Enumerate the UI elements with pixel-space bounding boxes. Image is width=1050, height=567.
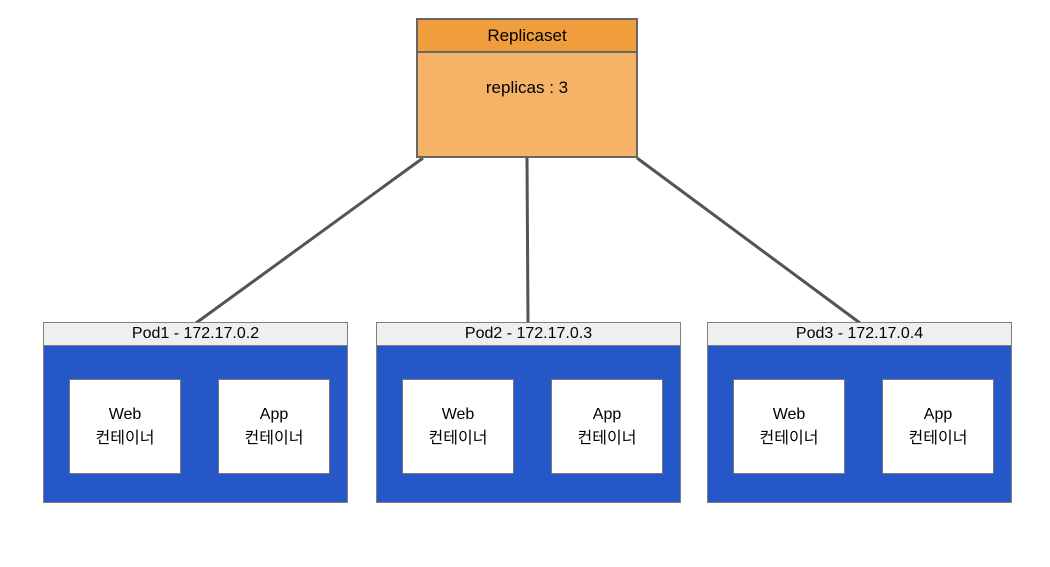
- container-label: 컨테이너: [577, 429, 637, 447]
- container-name: App: [923, 406, 953, 424]
- container-name: Web: [108, 406, 142, 424]
- pod2-web-container: Web 컨테이너: [402, 379, 514, 474]
- connector-replicaset-pod1: [195, 156, 424, 325]
- container-name: Web: [772, 406, 806, 424]
- container-name: App: [259, 406, 289, 424]
- replicaset-replicas-label: replicas : 3: [485, 78, 569, 97]
- pod3-app-container: App 컨테이너: [882, 379, 994, 474]
- pod1-app-container: App 컨테이너: [218, 379, 330, 474]
- pod3-body: Web 컨테이너 App 컨테이너: [707, 346, 1012, 503]
- container-name: Web: [441, 406, 475, 424]
- container-label: 컨테이너: [908, 429, 968, 447]
- pod1-body: Web 컨테이너 App 컨테이너: [43, 346, 348, 503]
- container-label: 컨테이너: [244, 429, 304, 447]
- replicaset-title: Replicaset: [418, 20, 636, 53]
- pod2-body: Web 컨테이너 App 컨테이너: [376, 346, 681, 503]
- connector-replicaset-pod2: [525, 157, 530, 324]
- replicaset-node: Replicaset replicas : 3: [416, 18, 638, 158]
- pod1-title: Pod1 - 172.17.0.2: [43, 322, 348, 346]
- pod1-web-container: Web 컨테이너: [69, 379, 181, 474]
- pod-node-1: Pod1 - 172.17.0.2 Web 컨테이너 App 컨테이너: [43, 322, 348, 503]
- container-label: 컨테이너: [428, 429, 488, 447]
- pod2-title: Pod2 - 172.17.0.3: [376, 322, 681, 346]
- pod3-title: Pod3 - 172.17.0.4: [707, 322, 1012, 346]
- pod-node-3: Pod3 - 172.17.0.4 Web 컨테이너 App 컨테이너: [707, 322, 1012, 503]
- pod-node-2: Pod2 - 172.17.0.3 Web 컨테이너 App 컨테이너: [376, 322, 681, 503]
- container-name: App: [592, 406, 622, 424]
- connector-replicaset-pod3: [636, 156, 861, 325]
- pod3-web-container: Web 컨테이너: [733, 379, 845, 474]
- container-label: 컨테이너: [95, 429, 155, 447]
- pod2-app-container: App 컨테이너: [551, 379, 663, 474]
- container-label: 컨테이너: [759, 429, 819, 447]
